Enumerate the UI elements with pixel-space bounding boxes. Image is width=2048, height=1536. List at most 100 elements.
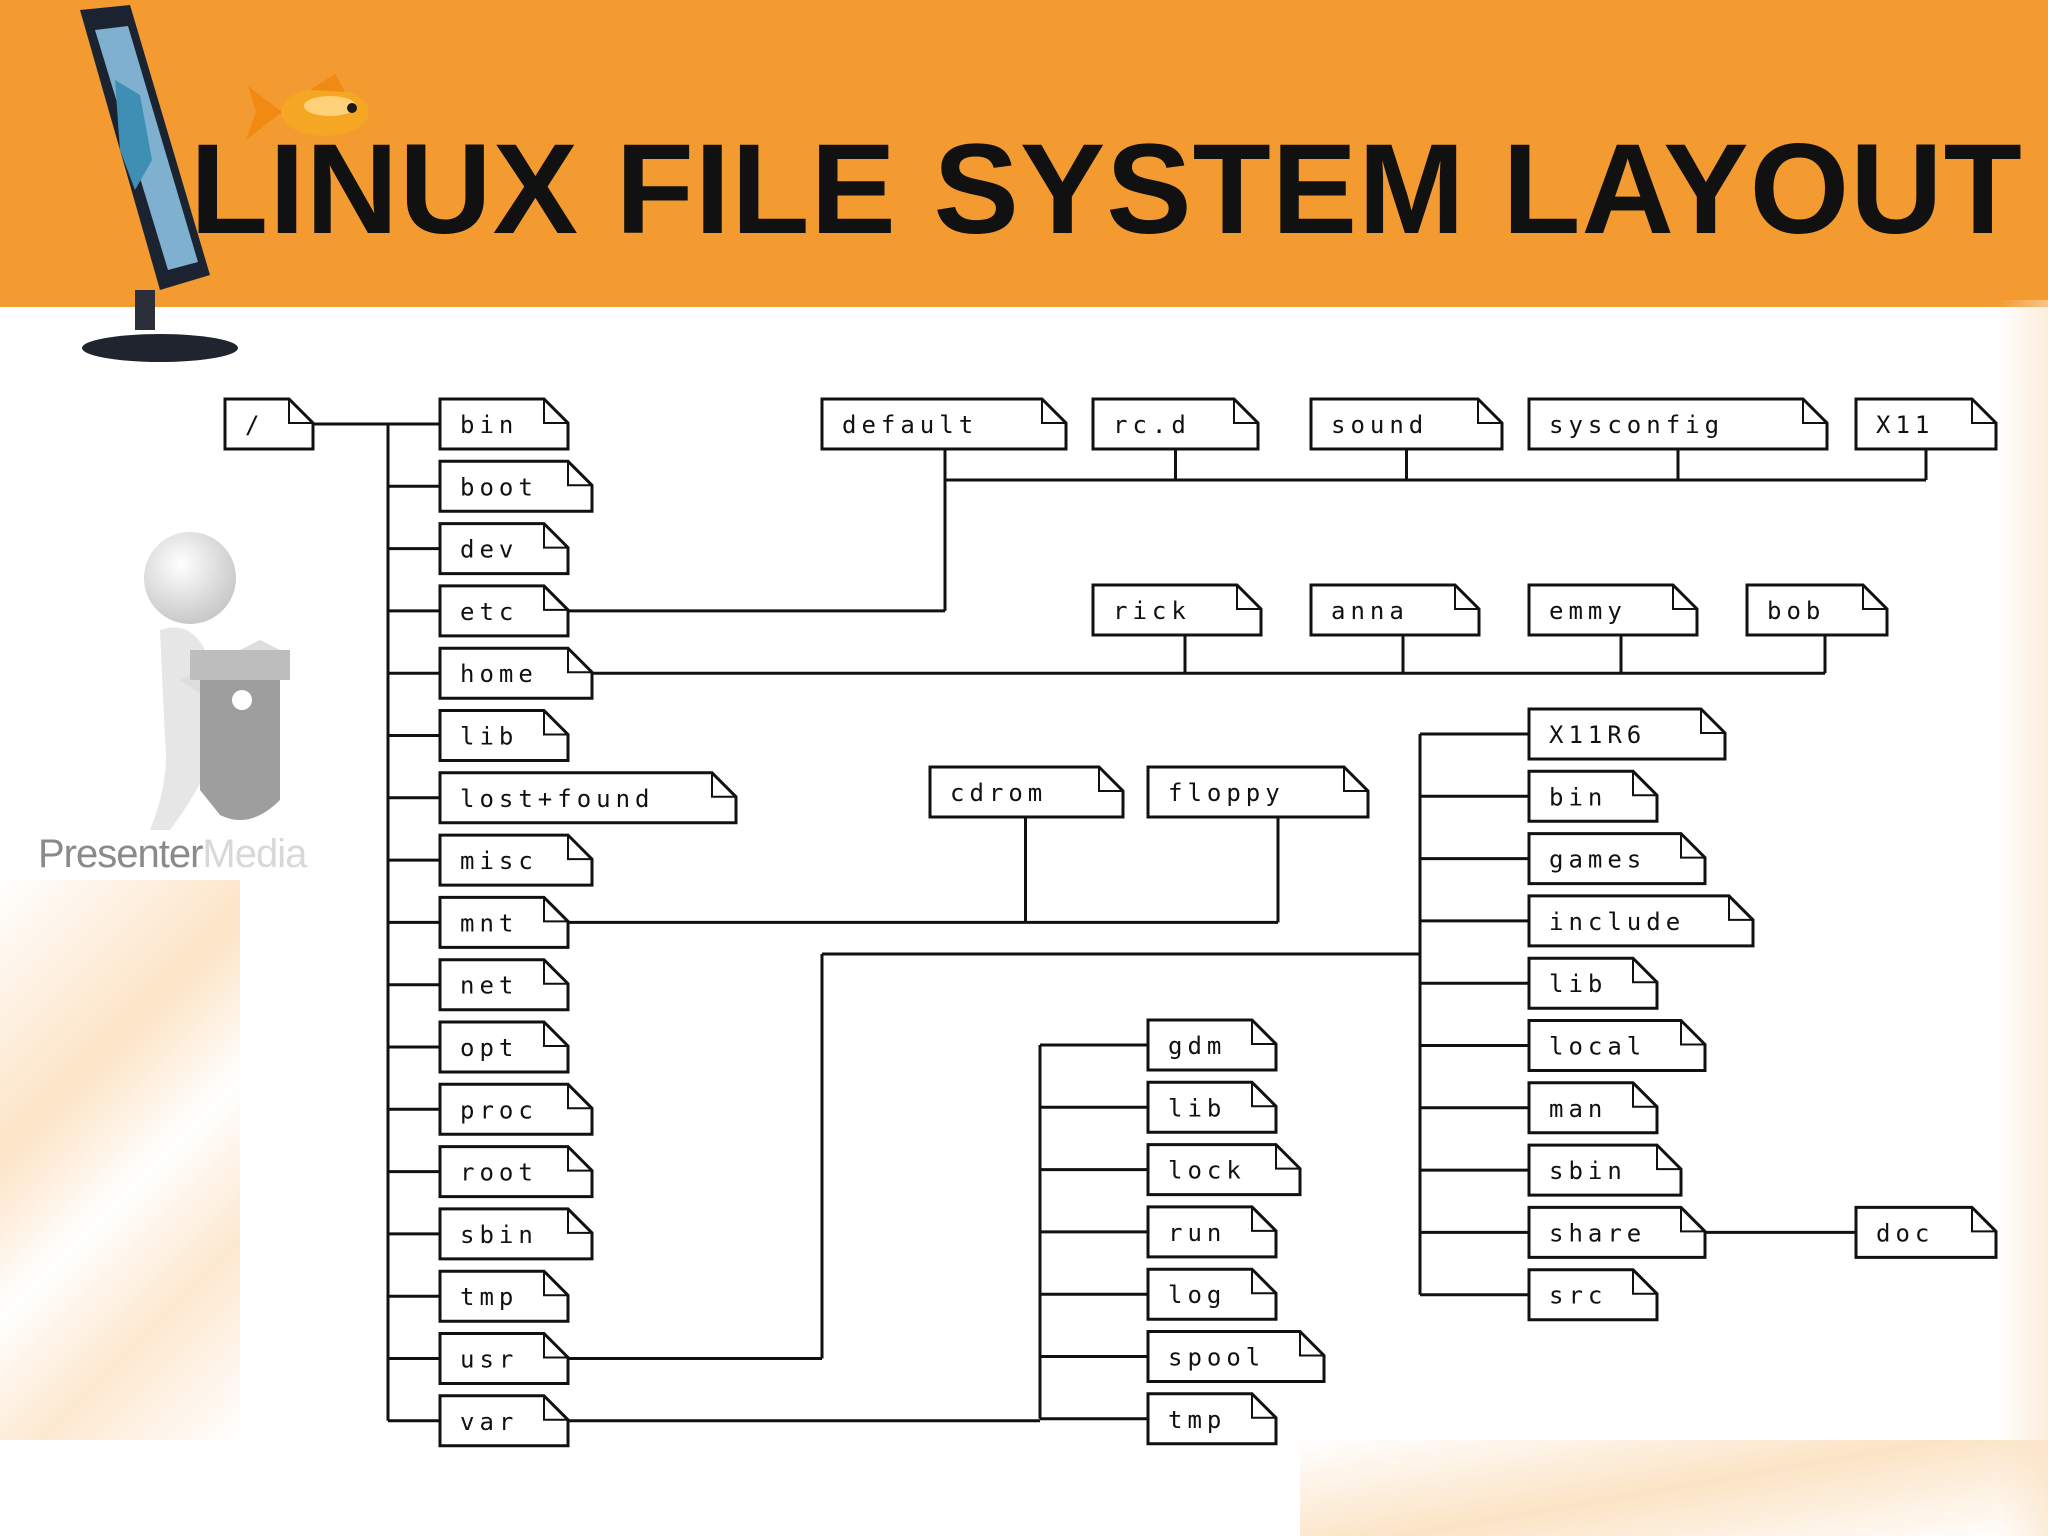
dir-box-fold [567, 1208, 592, 1234]
goldfish-icon [246, 74, 369, 140]
dir-node-usr-x11r6: X11R6 [1527, 707, 1727, 761]
dir-node-home-emmy: emmy [1527, 583, 1699, 637]
dir-label: games [1549, 846, 1646, 874]
dir-label: gdm [1168, 1032, 1226, 1060]
dir-node-usr-local: local [1527, 1019, 1707, 1072]
stick-figure-puzzle-icon [144, 532, 290, 830]
dir-label: bin [460, 411, 518, 439]
computer-monitor-icon [80, 5, 238, 362]
dir-box-fold [543, 1271, 568, 1297]
dir-label: sound [1331, 411, 1428, 439]
dir-box [1146, 1080, 1278, 1134]
dir-box-fold [1299, 1331, 1324, 1357]
dir-box [1146, 1392, 1278, 1446]
dir-node-mnt-cdrom: cdrom [928, 765, 1125, 819]
dir-node-usr-sbin: sbin [1527, 1143, 1683, 1197]
dir-label: X11 [1876, 411, 1934, 439]
dir-box-fold [1802, 399, 1827, 424]
dir-box-fold [1343, 767, 1368, 792]
dir-box [438, 459, 594, 513]
dir-box [1527, 1205, 1707, 1259]
brand-part-1: Presenter [38, 832, 203, 876]
dir-node-share-doc: doc [1854, 1205, 1998, 1259]
dir-box-fold [288, 399, 313, 424]
dir-box-fold [1656, 1145, 1681, 1171]
dir-label: proc [460, 1096, 538, 1124]
dir-label: src [1549, 1282, 1607, 1310]
dir-label: emmy [1549, 597, 1627, 625]
dir-node-usr-games: games [1527, 832, 1707, 886]
brand-part-2: Media [202, 832, 307, 876]
dir-node-home-rick: rick [1091, 583, 1263, 637]
dir-box-fold [1632, 958, 1657, 984]
dir-box [820, 397, 1068, 451]
dir-node-var-lib: lib [1146, 1080, 1278, 1134]
decorative-swoosh-right [1998, 300, 2048, 1536]
dir-label: usr [460, 1346, 518, 1374]
dir-box-fold [1454, 585, 1479, 610]
dir-label: lost+found [460, 785, 655, 813]
dir-label: default [842, 411, 978, 439]
dir-box [1745, 583, 1889, 637]
tree-nodes: /binbootdevetchomeliblost+foundmiscmntne… [223, 397, 1998, 1448]
dir-box [438, 584, 570, 638]
dir-box-fold [543, 399, 568, 424]
dir-label: rick [1113, 597, 1191, 625]
dir-node-var-log: log [1146, 1267, 1278, 1321]
dir-node-top-opt: opt [438, 1020, 570, 1074]
dir-box-fold [1251, 1082, 1276, 1108]
dir-label: lib [1549, 970, 1607, 998]
dir-node-top-home: home [438, 646, 594, 700]
dir-label: log [1168, 1281, 1226, 1309]
dir-node-top-bin: bin [438, 397, 570, 451]
dir-box [1146, 1267, 1278, 1321]
dir-box [1091, 397, 1260, 451]
dir-box-fold [1632, 1269, 1657, 1295]
dir-node-top-dev: dev [438, 522, 570, 576]
dir-label: run [1168, 1219, 1226, 1247]
dir-node-mnt-floppy: floppy [1146, 765, 1370, 819]
dir-box-fold [1971, 399, 1996, 424]
dir-label: rc.d [1113, 411, 1191, 439]
dir-node-usr-share: share [1527, 1205, 1707, 1259]
dir-label: sbin [1549, 1157, 1627, 1185]
dir-node-top-net: net [438, 958, 570, 1012]
dir-label: var [460, 1408, 518, 1436]
dir-label: floppy [1168, 779, 1285, 807]
dir-node-top-sbin: sbin [438, 1207, 594, 1261]
dir-box-fold [543, 523, 568, 549]
dir-node-etc-sysconfig: sysconfig [1527, 397, 1829, 451]
dir-box [1527, 583, 1699, 637]
dir-label: lock [1168, 1157, 1246, 1185]
dir-node-var-tmp: tmp [1146, 1392, 1278, 1446]
dir-box-fold [1680, 833, 1705, 859]
dir-box [1527, 894, 1755, 948]
dir-box-fold [1251, 1206, 1276, 1232]
dir-box-fold [1862, 585, 1887, 610]
dir-box-fold [1251, 1393, 1276, 1419]
dir-label: bob [1767, 597, 1825, 625]
dir-node-etc-x11: X11 [1854, 397, 1998, 451]
dir-box-fold [543, 1395, 568, 1421]
dir-node-etc-default: default [820, 397, 1068, 451]
dir-box [1527, 1268, 1659, 1322]
dir-box [1527, 707, 1727, 761]
dir-box-fold [1041, 399, 1066, 424]
dir-label: root [460, 1159, 538, 1187]
dir-node-home-bob: bob [1745, 583, 1889, 637]
dir-box [1527, 1143, 1683, 1197]
dir-box [1309, 583, 1481, 637]
dir-box [438, 771, 738, 825]
presenter-media-logo: PresenterMedia [38, 832, 307, 877]
dir-node-usr-lib: lib [1527, 956, 1659, 1010]
dir-node-top-lost-found: lost+found [438, 771, 738, 825]
dir-label: net [460, 972, 518, 1000]
dir-box [1527, 956, 1659, 1010]
dir-box [438, 895, 570, 949]
dir-label: cdrom [950, 779, 1047, 807]
dir-node-usr-src: src [1527, 1268, 1659, 1322]
dir-node-top-mnt: mnt [438, 895, 570, 949]
dir-label: lib [1168, 1094, 1226, 1122]
dir-box-fold [1632, 1082, 1657, 1108]
dir-label: home [460, 660, 538, 688]
